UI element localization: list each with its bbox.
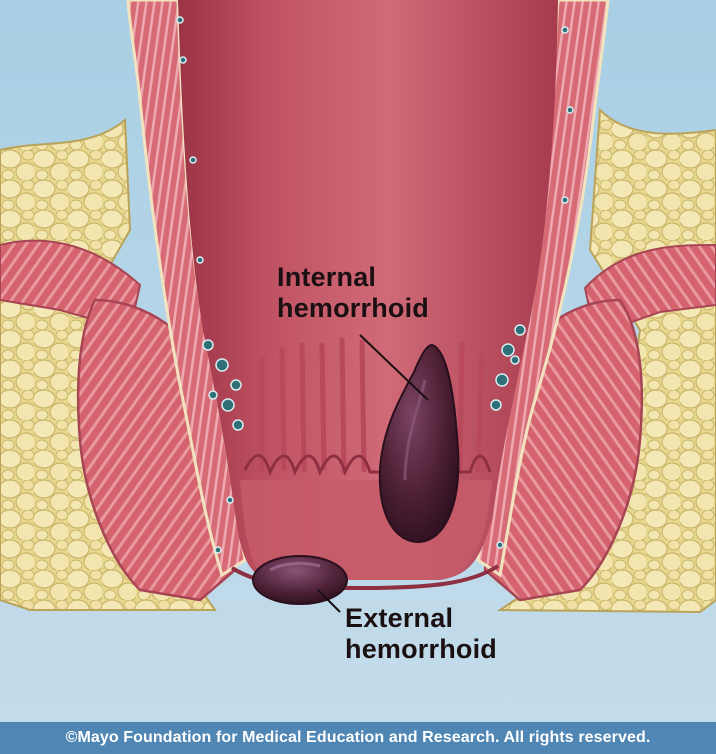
external-label-line1: External [345,603,497,634]
external-hemorrhoid-label: External hemorrhoid [345,603,497,665]
internal-label-line2: hemorrhoid [277,293,429,324]
internal-label-line1: Internal [277,262,429,293]
external-label-line2: hemorrhoid [345,634,497,665]
internal-hemorrhoid-label: Internal hemorrhoid [277,262,429,324]
copyright-footer: ©Mayo Foundation for Medical Education a… [0,722,716,754]
